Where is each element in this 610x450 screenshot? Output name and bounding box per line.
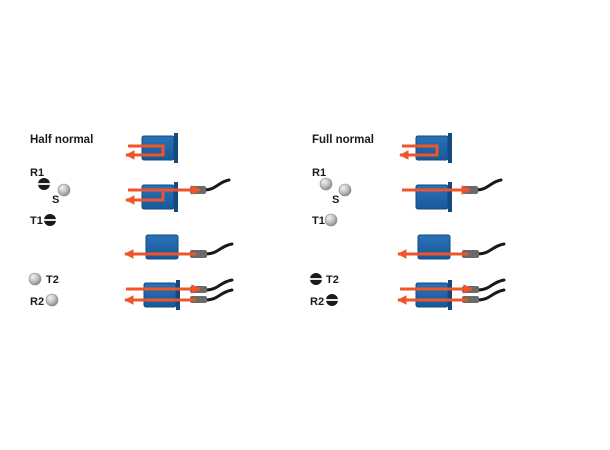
valve-slot-icon <box>44 219 56 221</box>
gray-sphere-icon <box>28 272 42 286</box>
panel-half-normal: Half normal R1 S T1 T2 R2 <box>28 133 234 310</box>
panel-full-normal: Full normal R1 S T1 T2 R2 <box>310 133 506 310</box>
flow-arrow-icon <box>125 144 165 160</box>
valve-label-r2: R2 <box>30 296 44 308</box>
valve-label-s: S <box>332 194 339 206</box>
flow-row-3 <box>124 234 234 260</box>
gray-sphere-icon <box>57 183 71 197</box>
valve-label-t2: T2 <box>326 274 339 286</box>
cable-icon <box>474 178 503 192</box>
manifold-block-icon <box>415 280 452 310</box>
flow-row-1 <box>399 133 452 163</box>
flow-row-3 <box>397 234 506 260</box>
valve-label-t1: T1 <box>312 215 325 227</box>
cable-icon <box>204 278 234 292</box>
connector-icon <box>462 250 479 258</box>
connector-icon <box>190 250 207 258</box>
cable-icon <box>204 288 234 302</box>
cable-icon <box>204 242 234 256</box>
valve-legend: R1 S T1 T2 R2 <box>28 167 71 308</box>
manifold-block-icon <box>415 133 452 163</box>
valve-slot-icon <box>326 299 338 301</box>
flow-diagrams <box>124 133 234 310</box>
valve-t2-icon <box>28 272 42 286</box>
valve-t2-icon <box>310 273 322 285</box>
valve-legend: R1 S T1 T2 R2 <box>310 167 352 308</box>
gray-sphere-icon <box>338 183 352 197</box>
flow-row-2 <box>402 178 503 212</box>
valve-s-icon <box>338 183 352 197</box>
valve-label-t1: T1 <box>30 215 43 227</box>
gray-sphere-icon <box>324 213 338 227</box>
flow-row-4 <box>124 278 234 310</box>
valve-r2-icon <box>45 293 59 307</box>
flow-diagrams <box>397 133 506 310</box>
panel-title: Half normal <box>30 134 93 146</box>
valve-slot-icon <box>310 278 322 280</box>
valve-label-s: S <box>52 194 59 206</box>
cable-icon <box>202 178 231 192</box>
gray-sphere-icon <box>45 293 59 307</box>
valve-label-r2: R2 <box>310 296 324 308</box>
gray-sphere-icon <box>319 177 333 191</box>
valve-r2-icon <box>326 294 338 306</box>
panel-title: Full normal <box>312 134 374 146</box>
valve-t1-icon <box>324 213 338 227</box>
valve-r1-icon <box>38 178 50 190</box>
valve-s-icon <box>57 183 71 197</box>
valve-r1-icon <box>319 177 333 191</box>
manifold-block-icon <box>415 182 452 212</box>
valve-label-r1: R1 <box>30 167 44 179</box>
valve-t1-icon <box>44 214 56 226</box>
manifold-block-icon <box>141 133 178 163</box>
manifold-block-icon <box>141 182 178 212</box>
valve-slot-icon <box>38 183 50 185</box>
valve-label-r1: R1 <box>312 167 326 179</box>
flow-arrow-icon <box>125 188 165 205</box>
cable-icon <box>476 288 506 302</box>
manifold-block-icon <box>143 280 180 310</box>
cable-icon <box>476 278 506 292</box>
cable-icon <box>476 242 506 256</box>
valve-label-t2: T2 <box>46 274 59 286</box>
flow-arrow-icon <box>399 144 439 160</box>
flow-row-2 <box>125 178 231 212</box>
flow-row-1 <box>125 133 178 163</box>
flow-row-4 <box>397 278 506 310</box>
